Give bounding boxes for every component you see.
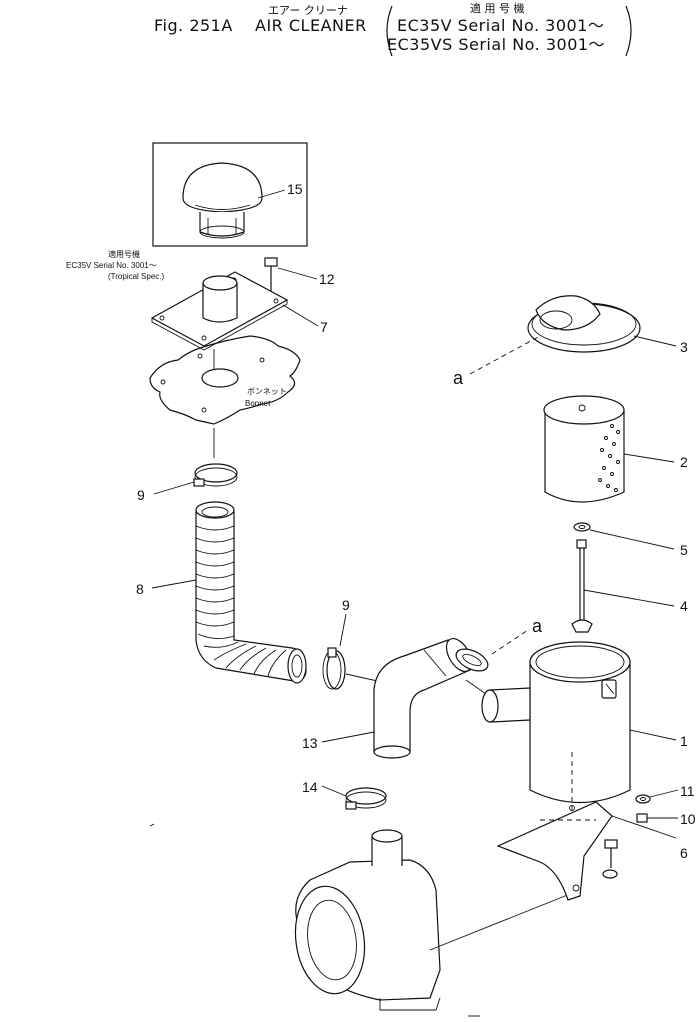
callout-7: 7 — [320, 319, 328, 335]
callout-5: 5 — [680, 542, 688, 558]
leader-a-left — [469, 335, 541, 375]
callout-4: 4 — [680, 598, 688, 614]
part-2-filter-element — [543, 395, 675, 503]
part-8-flexible-hose — [151, 501, 307, 684]
part-15-precleaner-cap — [152, 142, 308, 247]
callout-13: 13 — [302, 735, 318, 751]
part-5-washer — [573, 522, 675, 550]
inlet-gasket — [455, 648, 489, 672]
bracket-bolt-lower — [602, 839, 618, 879]
callout-9-upper: 9 — [137, 487, 145, 503]
callout-14: 14 — [302, 779, 318, 795]
part-13-elbow — [321, 638, 473, 759]
callout-9-lower: 9 — [342, 597, 350, 613]
bonnet-label-jp: ボンネット — [247, 387, 287, 396]
connector-elbow-cleaner — [465, 679, 487, 695]
part-6-bracket — [496, 801, 677, 901]
part-7-adapter-plate — [150, 271, 319, 351]
title-jp: エアー クリーナ — [268, 4, 348, 17]
part-4-rod — [571, 539, 675, 633]
bonnet-panel — [149, 335, 301, 425]
callout-6: 6 — [680, 845, 688, 861]
callout-12: 12 — [319, 271, 335, 287]
leader-a-right — [491, 629, 529, 655]
filter-holes — [598, 424, 620, 492]
tropical-note-line2: (Tropical Spec.) — [108, 272, 165, 281]
callout-3: 3 — [680, 339, 688, 355]
part-14-clamp — [321, 785, 387, 810]
part-9-hose-clamp-lower — [322, 613, 347, 690]
tropical-note-jp: 適用号機 — [108, 249, 140, 259]
engine-intake-housing — [294, 829, 581, 1011]
part-12-bolt — [264, 257, 318, 296]
bonnet-label: Bonnet — [245, 399, 271, 408]
callout-2: 2 — [680, 454, 688, 470]
callout-a-right: a — [532, 616, 543, 636]
callout-a-left: a — [453, 368, 464, 388]
applicable-jp: 適 用 号 機 — [470, 1, 525, 15]
callout-8: 8 — [136, 581, 144, 597]
part-3-cover — [527, 295, 677, 353]
part-9-hose-clamp-upper — [153, 463, 238, 495]
page-title: AIR CLEANER — [255, 16, 367, 35]
part-11-washer — [635, 789, 679, 804]
callout-11: 11 — [680, 783, 695, 799]
tropical-note-line1: EC35V Serial No. 3001～ — [66, 261, 157, 270]
stray-mark — [149, 823, 155, 827]
applicability-1: EC35V Serial No. 3001～ — [397, 16, 604, 35]
bracket-left — [386, 5, 393, 57]
callout-1: 1 — [680, 733, 688, 749]
bracket-right — [625, 5, 632, 57]
fig-number: Fig. 251A — [154, 16, 233, 35]
callout-10: 10 — [680, 811, 696, 827]
callout-15: 15 — [287, 181, 303, 197]
part-1-cleaner-body — [481, 641, 677, 812]
applicability-2: EC35VS Serial No. 3001～ — [387, 35, 605, 54]
part-10-bolt — [636, 813, 678, 823]
